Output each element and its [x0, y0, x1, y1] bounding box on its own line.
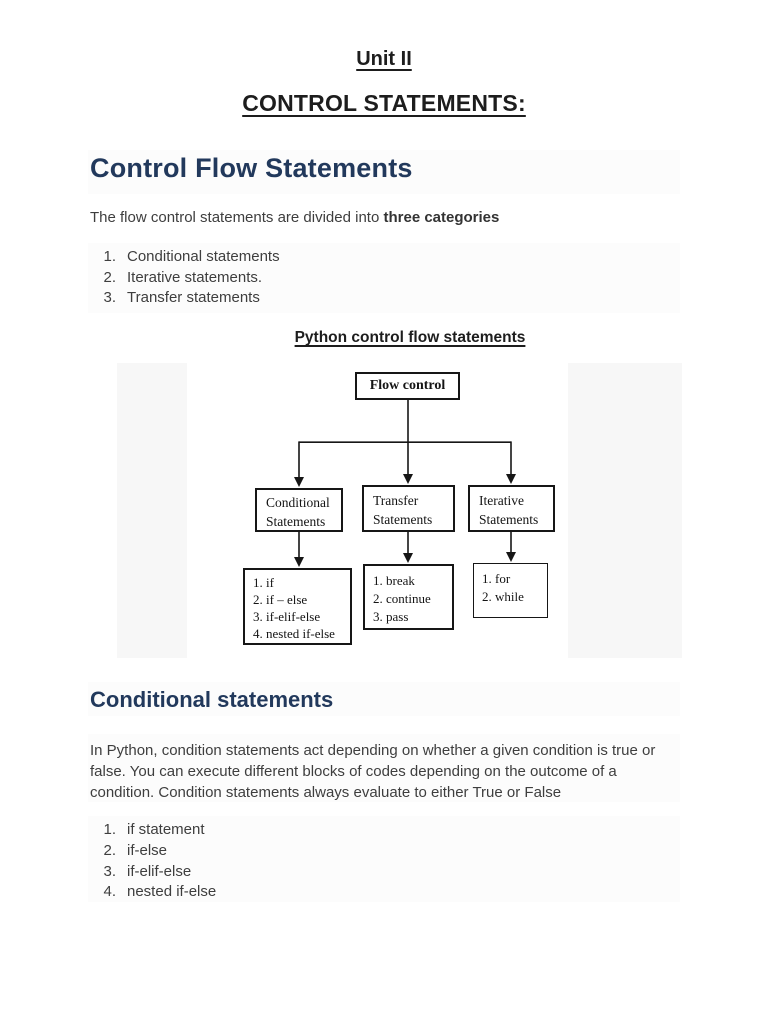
- diagram-leaf-item: 2. while: [482, 589, 524, 604]
- diagram-box-conditional: Conditional Statements: [255, 488, 343, 532]
- diagram-box-label-line: Iterative: [479, 493, 524, 508]
- diagram-box-label-line: Transfer: [373, 493, 419, 508]
- diagram-leaf-item: 1. for: [482, 571, 511, 586]
- conditional-paragraph: In Python, condition statements act depe…: [90, 740, 655, 803]
- diagram-leaf-item: 4. nested if-else: [253, 626, 335, 641]
- diagram-leaf-transfer: 1. break 2. continue 3. pass: [363, 564, 454, 630]
- diagram-leaf-item: 1. if: [253, 575, 274, 590]
- conditional-list: 1. if statement 2. if-else 3. if-elif-el…: [100, 820, 216, 903]
- list-item-number: 2.: [103, 268, 116, 286]
- diagram-caption: Python control flow statements: [0, 329, 768, 347]
- intro-paragraph: The flow control statements are divided …: [90, 209, 499, 226]
- subtle-band: [88, 734, 680, 802]
- list-item-number: 4.: [103, 883, 116, 901]
- intro-bold-text: three categories: [383, 209, 500, 226]
- diagram-root-box: Flow control: [355, 372, 460, 400]
- section-heading-conditional: Conditional statements: [90, 687, 334, 712]
- list-item-label: if-elif-else: [127, 862, 192, 880]
- subtle-band: [88, 150, 680, 194]
- diagram-leaf-item: 2. continue: [373, 591, 431, 606]
- paragraph-line: condition. Condition statements always e…: [90, 784, 562, 801]
- list-item-number: 1.: [103, 821, 116, 838]
- intro-text: The flow control statements are divided …: [90, 209, 384, 226]
- list-item: 2. if-else: [100, 841, 216, 862]
- diagram-box-label-line: Statements: [479, 512, 539, 527]
- list-item-number: 3.: [103, 862, 116, 880]
- diagram-leaf-item: 3. pass: [373, 609, 409, 624]
- diagram-gray-strip-left: [117, 363, 187, 658]
- list-item: 4. nested if-else: [100, 882, 216, 903]
- list-item-number: 1.: [103, 248, 116, 265]
- diagram-gray-strip-right: [568, 363, 682, 658]
- list-item-label: Iterative statements.: [127, 268, 263, 286]
- diagram-caption-text: Python control flow statements: [294, 329, 526, 346]
- diagram-leaf-conditional: 1. if 2. if – else 3. if-elif-else 4. ne…: [243, 568, 352, 645]
- diagram-leaf-item: 3. if-elif-else: [253, 609, 321, 624]
- list-item: 1. if statement: [100, 820, 216, 841]
- diagram-connectors: [294, 400, 516, 567]
- list-item: 3. Transfer statements: [100, 288, 280, 309]
- page-title: Control Flow Statements: [90, 153, 413, 183]
- list-item-label: if statement: [127, 821, 205, 838]
- category-list: 1. Conditional statements 2. Iterative s…: [100, 247, 280, 309]
- list-item-number: 3.: [103, 289, 116, 306]
- subtle-band: [88, 816, 680, 902]
- subtle-band: [88, 682, 680, 716]
- list-item: 3. if-elif-else: [100, 862, 216, 883]
- list-item: 1. Conditional statements: [100, 247, 280, 268]
- diagram-box-label-line: Statements: [266, 514, 326, 529]
- paragraph-line: false. You can execute different blocks …: [90, 763, 617, 780]
- diagram-leaf-iterative: 1. for 2. while: [473, 563, 548, 618]
- unit-title: Unit II: [0, 48, 768, 71]
- list-item-label: nested if-else: [127, 883, 217, 901]
- list-item-number: 2.: [103, 841, 116, 859]
- subtle-band: [88, 243, 680, 313]
- diagram-leaf-item: 2. if – else: [253, 592, 308, 607]
- list-item-label: Conditional statements: [127, 248, 280, 265]
- list-item-label: Transfer statements: [127, 289, 260, 306]
- section-title-text: CONTROL STATEMENTS:: [242, 90, 526, 116]
- flow-control-diagram: Flow control Conditional Statements Tran…: [117, 363, 682, 658]
- unit-title-text: Unit II: [356, 48, 412, 70]
- diagram-box-label-line: Statements: [373, 512, 433, 527]
- diagram-box-iterative: Iterative Statements: [468, 485, 555, 532]
- list-item: 2. Iterative statements.: [100, 268, 280, 289]
- list-item-label: if-else: [127, 841, 168, 859]
- section-title: CONTROL STATEMENTS:: [0, 90, 768, 117]
- paragraph-line: In Python, condition statements act depe…: [90, 742, 656, 759]
- diagram-box-label-line: Conditional: [266, 495, 330, 510]
- diagram-box-transfer: Transfer Statements: [362, 485, 455, 532]
- diagram-leaf-item: 1. break: [373, 573, 415, 588]
